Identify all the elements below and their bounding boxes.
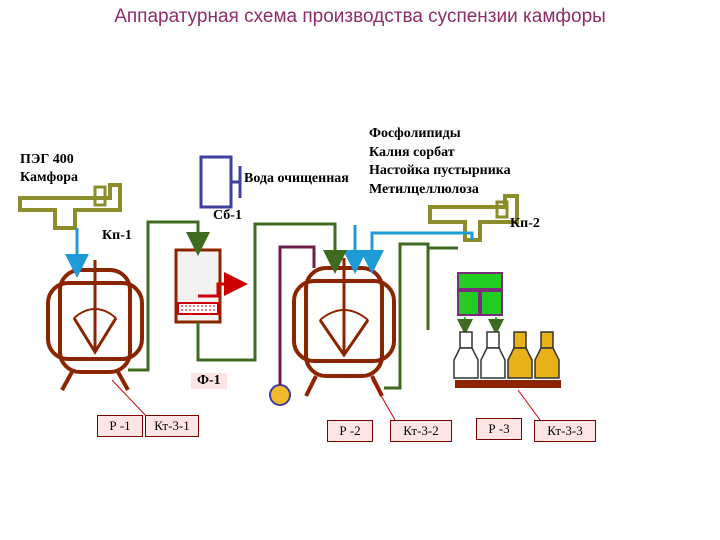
label-f1: Ф-1 [191, 373, 227, 389]
box-r1: Р -1 [97, 415, 143, 437]
box-r2: Р -2 [327, 420, 373, 442]
pipe-f1-to-r2 [196, 222, 347, 362]
hopper-kp1 [18, 183, 122, 230]
bottle-3 [507, 331, 533, 379]
box-kt31: Кт-3-1 [145, 415, 199, 437]
pump-circle [269, 384, 291, 406]
reactor-r2 [292, 258, 396, 397]
box-kt32: Кт-3-2 [390, 420, 452, 442]
filter-f1 [174, 248, 222, 324]
conveyor [455, 380, 561, 388]
bottle-4 [534, 331, 560, 379]
bottle-2 [480, 331, 506, 379]
input-potassium-sorbate: Калия сорбат [369, 145, 455, 160]
hopper-kp2 [428, 194, 519, 242]
label-kp2: Кп-2 [510, 216, 540, 231]
input-methylcellulose: Метилцеллюлоза [369, 182, 479, 197]
input-camphor: Камфора [20, 170, 78, 185]
leader-kt32 [371, 379, 396, 421]
leader-kt33 [517, 389, 541, 421]
box-kt33: Кт-3-3 [534, 420, 596, 442]
input-water: Вода очищенная [244, 171, 349, 186]
label-kp1: Кп-1 [102, 228, 132, 243]
input-motherwort: Настойка пустырника [369, 163, 511, 178]
bottle-1 [453, 331, 479, 379]
filter-outlet [198, 272, 248, 298]
reactor-r1 [46, 260, 144, 391]
input-phospholipids: Фосфолипиды [369, 126, 461, 141]
label-sb1: Сб-1 [213, 208, 242, 223]
pipe-r2-to-r3 [384, 242, 458, 390]
pipe-recirculation [278, 245, 316, 385]
box-r3: Р -3 [476, 418, 522, 440]
dispenser-r3 [457, 272, 504, 335]
input-peg: ПЭГ 400 [20, 152, 74, 167]
diagram-title: Аппаратурная схема производства суспензи… [114, 6, 606, 27]
leader-kt31 [111, 379, 151, 421]
collector-sb1 [199, 155, 242, 209]
pipe-r1-to-f1 [128, 220, 210, 372]
